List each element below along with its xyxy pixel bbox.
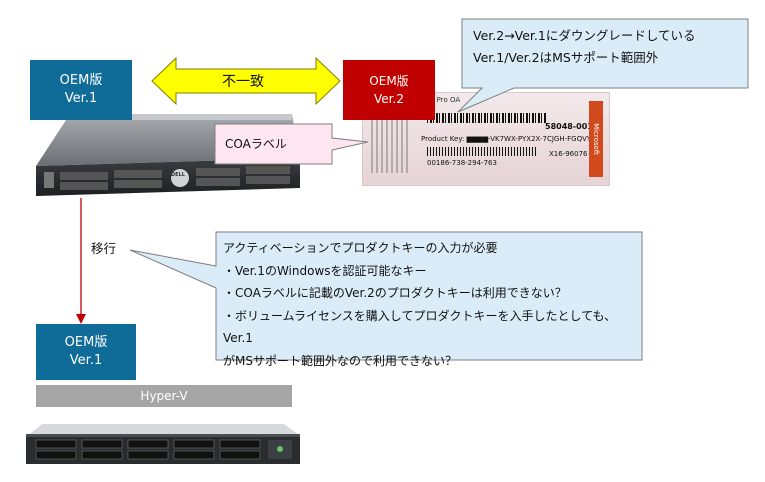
activation-item-3a: ・ボリュームライセンスを購入してプロダクトキーを入手したとしても、Ver.1: [223, 308, 617, 346]
migration-label: 移行: [91, 241, 117, 256]
source-oem-box: OEM版 Ver.1: [30, 60, 132, 120]
coa-serial: 00186-738-294-763: [427, 159, 497, 167]
source-oem-line1: OEM版: [59, 73, 103, 88]
coa-product-id: 58048-001: [545, 122, 593, 131]
activation-title: アクティベーションでプロダクトキーの入力が必要: [223, 241, 498, 255]
coa-code: X16-96076: [549, 150, 588, 158]
coa-product-key: Product Key: ▆▆▆▆-VK7WX-PYX2X-7CJGH-FGQV…: [421, 135, 592, 143]
hyperv-bar: Hyper-V: [36, 385, 292, 407]
server-brand-logo: DELL: [171, 172, 185, 178]
top-callout-text: Ver.2→Ver.1にダウングレードしている Ver.1/Ver.2はMSサポ…: [473, 25, 743, 69]
dest-oem-line2: Ver.1: [69, 353, 103, 368]
1u-server-illustration: [26, 424, 300, 464]
activation-item-1: ・Ver.1のWindowsを認証可能なキー: [223, 263, 427, 278]
activation-callout-text: アクティベーションでプロダクトキーの入力が必要 ・Ver.1のWindowsを認…: [223, 237, 643, 372]
target-oem-line2: Ver.2: [374, 92, 404, 106]
top-callout-shape: [457, 18, 749, 113]
coa-label-callout-shape: [214, 123, 369, 165]
dest-oem-box: OEM版 Ver.1: [36, 324, 136, 380]
coa-edition: 8-7 Pro OA: [423, 96, 461, 104]
activation-callout-shape: [129, 231, 643, 361]
top-callout-line2: Ver.1/Ver.2はMSサポート範囲外: [473, 50, 659, 65]
activation-item-2: ・COAラベルに記載のVer.2のプロダクトキーは利用できない？: [223, 286, 567, 300]
top-callout-line1: Ver.2→Ver.1にダウングレードしている: [473, 28, 696, 43]
dest-oem-line1: OEM版: [64, 335, 108, 350]
target-oem-line1: OEM版: [369, 74, 409, 88]
barcode-1: [427, 113, 547, 123]
barcode-2: [427, 147, 537, 156]
activation-item-3b: がMSサポート範囲外なので利用できない？: [223, 353, 457, 368]
coa-brand-vertical: Microsoft: [589, 101, 603, 177]
migration-arrow: [76, 198, 86, 324]
dest-server: [22, 420, 304, 470]
source-oem-line2: Ver.1: [64, 91, 98, 106]
mismatch-label: 不一致: [222, 74, 264, 90]
hyperv-label: Hyper-V: [140, 389, 188, 403]
mismatch-double-arrow: [151, 56, 341, 106]
target-oem-box: OEM版 Ver.2: [343, 60, 435, 120]
coa-label-text: COAラベル: [225, 137, 287, 151]
